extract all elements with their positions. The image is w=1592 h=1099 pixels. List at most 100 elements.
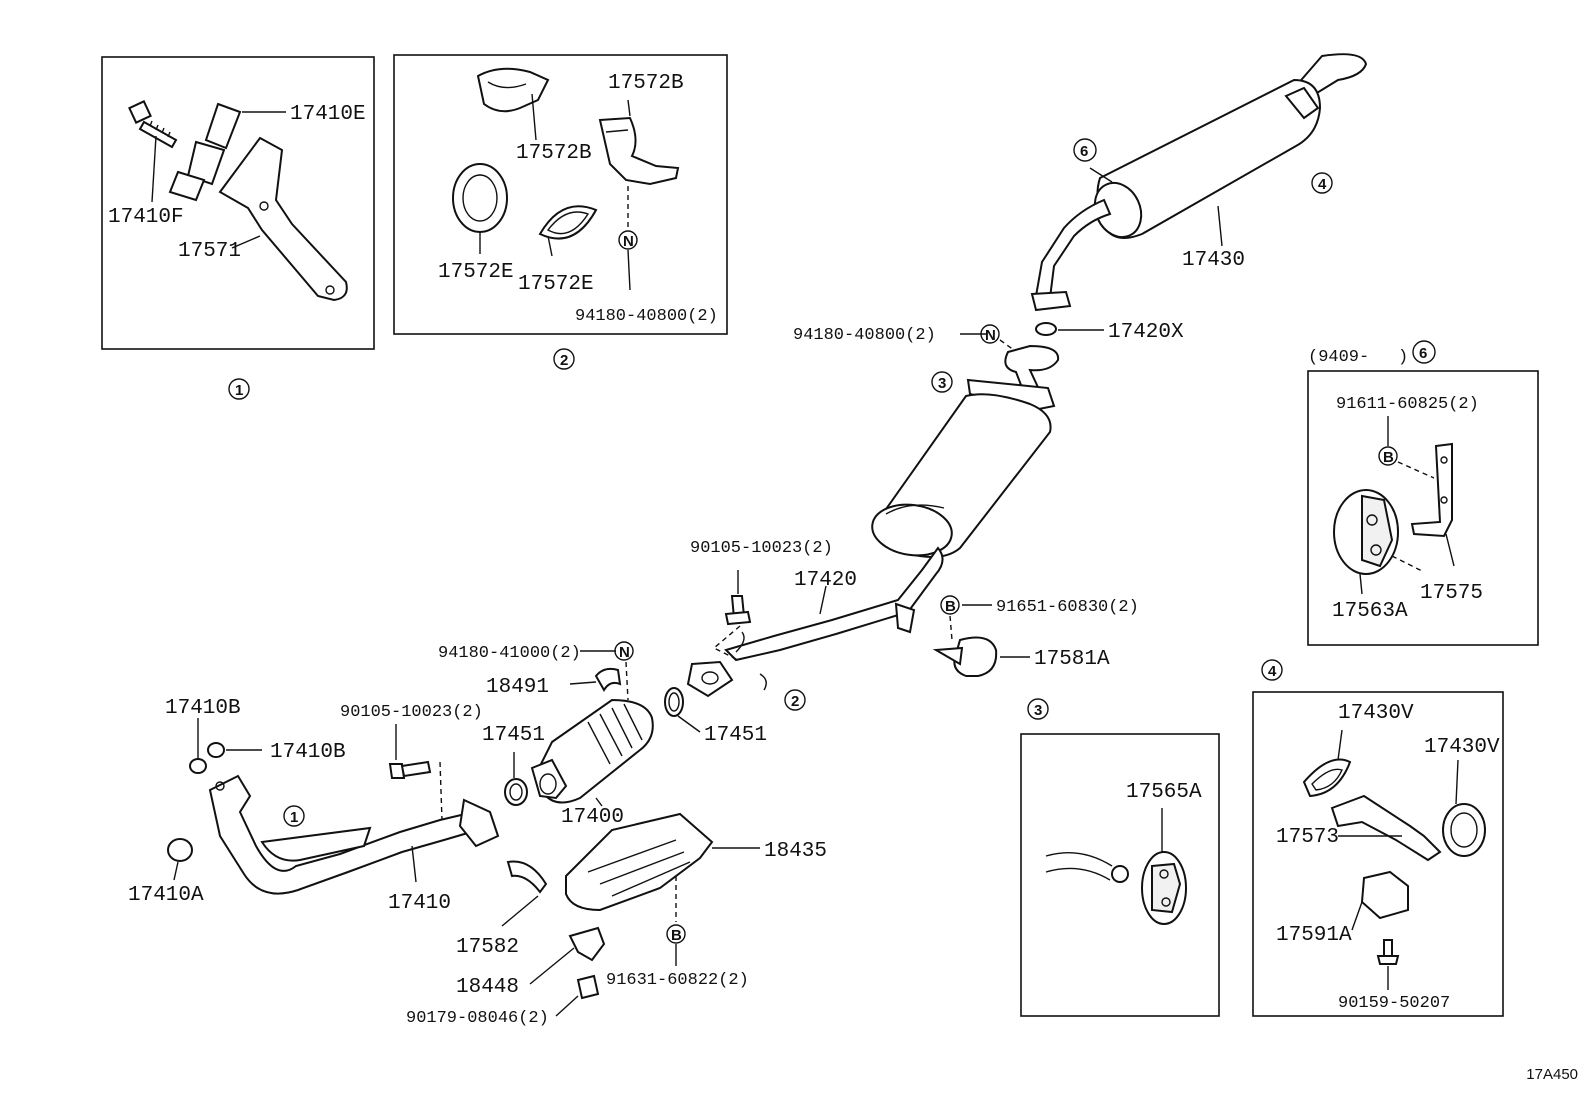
clamp-17582: [501, 860, 548, 927]
heat-insulator-17572B-top: [476, 67, 550, 113]
callout-N-box2: N: [618, 230, 638, 250]
svg-text:B: B: [1383, 449, 1394, 466]
figure-code: 17A450: [1526, 1066, 1578, 1083]
label-17430: 17430: [1182, 249, 1245, 272]
callout-3-main: 3: [931, 371, 953, 393]
front-pipe-17410: [208, 774, 500, 895]
clamp-18491: [569, 667, 622, 692]
bolt-90105-10023-upper: [712, 570, 752, 661]
callout-B-lower: B: [666, 924, 686, 944]
label-17430V-top: 17430V: [1338, 702, 1414, 725]
callout-1-label: 1: [235, 382, 243, 399]
svg-text:B: B: [945, 598, 956, 615]
label-91611-60825: 91611-60825(2): [1336, 395, 1479, 414]
callout-1-under-box: 1: [228, 378, 250, 400]
insulator-17573: [1330, 794, 1442, 862]
bracket-17571: [218, 136, 348, 302]
svg-text:3: 3: [1034, 702, 1042, 719]
callout-2-under-box: 2: [553, 348, 575, 370]
inset-box-1: 17410E 17410F 17571: [101, 56, 375, 350]
svg-text:4: 4: [1268, 663, 1277, 680]
label-17451-right: 17451: [704, 724, 767, 747]
nut-17410B-b: [207, 742, 262, 758]
gasket-17420X: [1035, 322, 1104, 336]
label-17571: 17571: [178, 240, 241, 263]
catalytic-converter-17400: [530, 698, 654, 807]
label-17591A: 17591A: [1276, 924, 1352, 947]
callout-4-label: 4: [1318, 176, 1327, 193]
gasket-17451-right: [664, 687, 701, 733]
label-90179-08046: 90179-08046(2): [406, 1009, 549, 1028]
svg-text:2: 2: [791, 693, 799, 710]
label-17572B-top: 17572B: [516, 142, 592, 165]
rubber-mount-17565A: [1141, 851, 1187, 925]
label-17582: 17582: [456, 936, 519, 959]
label-18491: 18491: [486, 676, 549, 699]
label-90159-50207: 90159-50207: [1338, 994, 1450, 1013]
label-17420: 17420: [794, 569, 857, 592]
bolt-90105-10023-lower: [388, 724, 443, 821]
label-18448: 18448: [456, 976, 519, 999]
callout-6-box: 6: [1412, 340, 1436, 364]
label-17575: 17575: [1420, 582, 1483, 605]
gasket-17430V-oval: [1302, 729, 1352, 798]
callout-3-above-box: 3: [1027, 698, 1049, 720]
svg-text:B: B: [671, 927, 682, 944]
inset-box-2: N 17572B 17572B 17572E 17572E 94180-4080…: [393, 54, 728, 335]
label-17410A: 17410A: [128, 884, 204, 907]
label-9409-close: ): [1398, 348, 1408, 367]
label-17430V-right: 17430V: [1424, 736, 1500, 759]
callout-N-label: N: [623, 233, 634, 250]
label-17410B-top: 17410B: [165, 697, 241, 720]
callout-4-above-box: 4: [1261, 659, 1283, 681]
label-17410F: 17410F: [108, 206, 184, 229]
label-17572B-side: 17572B: [608, 72, 684, 95]
inset-box-3: 17565A: [1020, 733, 1220, 1017]
callout-2-label: 2: [560, 352, 568, 369]
label-9409: (9409-: [1308, 348, 1369, 367]
callout-B-box6: B: [1378, 446, 1398, 466]
label-94180-41000: 94180-41000(2): [438, 644, 581, 663]
bracket-17591A: [1351, 870, 1409, 931]
label-17572E-oval: 17572E: [518, 273, 594, 296]
callout-6-label: 6: [1080, 143, 1088, 160]
callout-4-top: 4: [1311, 172, 1333, 194]
gasket-17430V-round: [1442, 759, 1486, 857]
screw-90159-50207: [1376, 939, 1400, 990]
heat-insulator-18435: [565, 812, 760, 922]
svg-text:N: N: [619, 644, 630, 661]
callout-N-converter: N: [614, 641, 634, 661]
label-94180-40800-main: 94180-40800(2): [793, 326, 936, 345]
callout-1-main: 1: [283, 805, 305, 827]
label-18435: 18435: [764, 840, 827, 863]
clamp-17410E: [168, 102, 242, 202]
svg-text:6: 6: [1419, 345, 1427, 362]
callout-N-main-top: N: [980, 324, 1000, 344]
tail-muffler-17430: [1030, 53, 1368, 312]
label-17573: 17573: [1276, 826, 1339, 849]
label-17565A: 17565A: [1126, 781, 1202, 804]
label-17563A: 17563A: [1332, 600, 1408, 623]
callout-2-main: 2: [784, 689, 806, 711]
label-17410E: 17410E: [290, 103, 366, 126]
nut-17410B-a: [189, 718, 207, 774]
gasket-17451-left: [504, 752, 528, 806]
heat-insulator-17572B-side: [598, 116, 680, 186]
gasket-17572E-oval: [538, 205, 598, 240]
label-17581A: 17581A: [1034, 648, 1110, 671]
label-17410: 17410: [388, 892, 451, 915]
callout-B-main: B: [940, 595, 960, 615]
svg-text:1: 1: [290, 809, 298, 826]
rubber-mount-17563A: [1333, 489, 1425, 595]
gasket-17572E-round: [452, 163, 508, 233]
svg-text:N: N: [985, 327, 996, 344]
inset-box-6: (9409- ) 6 91611-60825(2) B 17563A 175: [1307, 340, 1539, 646]
bracket-18448: [529, 926, 606, 985]
label-17572E-round: 17572E: [438, 261, 514, 284]
label-91631-60822: 91631-60822(2): [606, 971, 749, 990]
label-17400: 17400: [561, 806, 624, 829]
nut-90179-08046: [555, 974, 600, 1017]
label-17410B-right: 17410B: [270, 741, 346, 764]
nut-17410A: [167, 838, 193, 881]
